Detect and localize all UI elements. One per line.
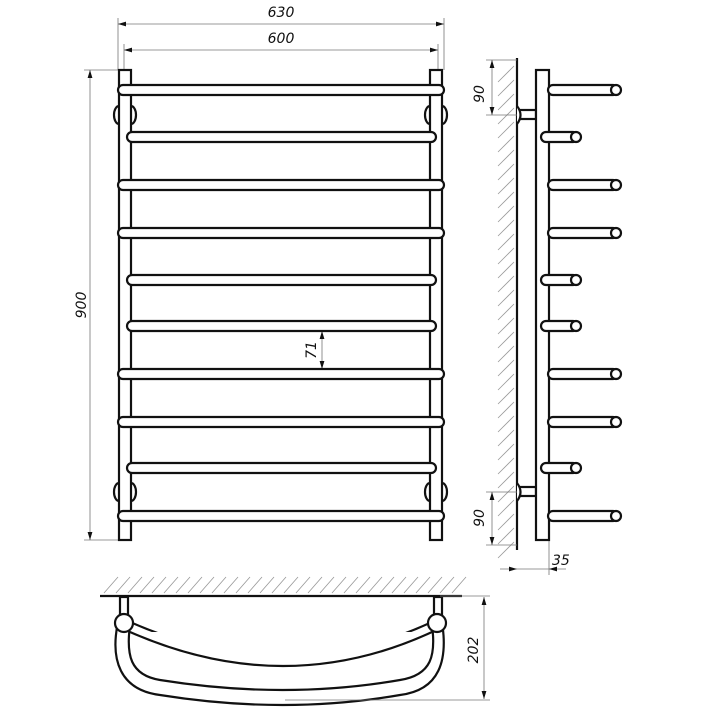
dimension-label-35: 35: [552, 553, 570, 569]
rail: [125, 273, 438, 287]
rail: [116, 367, 446, 381]
side-rail: [546, 367, 620, 381]
side-rail-end: [609, 83, 623, 97]
dimension-label-600: 600: [268, 31, 295, 47]
front-view: 630 600 900 71: [74, 5, 449, 542]
side-rail: [546, 509, 620, 523]
dimension-label-71: 71: [304, 341, 320, 359]
rail: [125, 319, 438, 333]
rail: [116, 83, 446, 97]
side-rail-end: [609, 226, 623, 240]
side-rail-end: [569, 273, 583, 287]
side-rail: [546, 226, 620, 240]
dimension-label-630: 630: [268, 5, 295, 21]
rail: [125, 461, 438, 475]
rail: [116, 226, 446, 240]
side-rail: [546, 415, 620, 429]
mount-ball-left: [113, 612, 135, 634]
side-upright: [534, 68, 551, 542]
side-rail-end: [609, 367, 623, 381]
rail: [116, 509, 446, 523]
side-rail-end: [569, 130, 583, 144]
side-rail: [546, 178, 620, 192]
rail: [125, 130, 438, 144]
side-rail-end: [569, 319, 583, 333]
rail: [116, 178, 446, 192]
dimension-label-90-bottom: 90: [472, 509, 488, 527]
side-rail-end: [609, 178, 623, 192]
side-view: 90 90 35: [472, 58, 623, 575]
top-view: 202: [100, 576, 490, 707]
side-rail: [546, 83, 620, 97]
side-rail-end: [609, 509, 623, 523]
side-rail-end: [609, 415, 623, 429]
dimension-label-900: 900: [74, 292, 90, 319]
side-rail-end: [569, 461, 583, 475]
dimension-label-202: 202: [466, 637, 482, 664]
dimension-label-90-top: 90: [472, 85, 488, 103]
rail: [116, 415, 446, 429]
mount-ball-right: [426, 612, 448, 634]
